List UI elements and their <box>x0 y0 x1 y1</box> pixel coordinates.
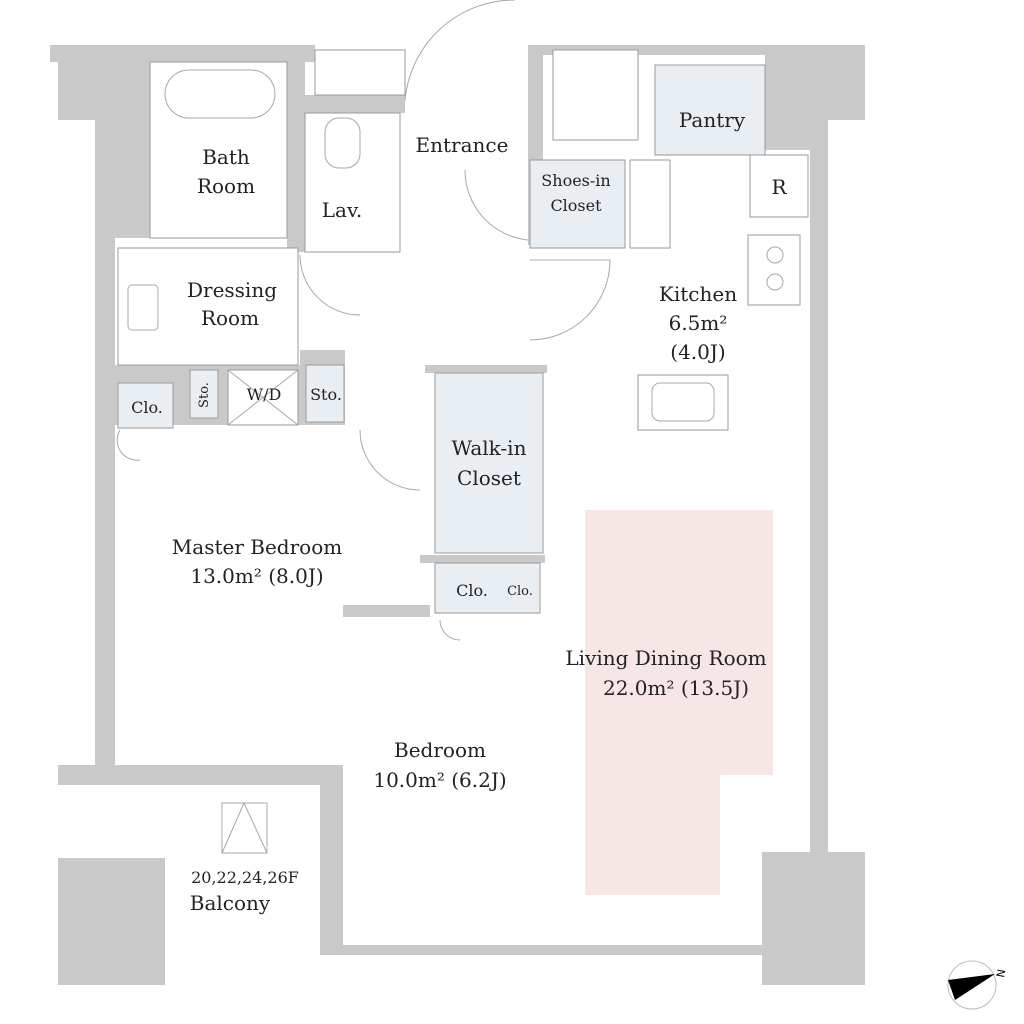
label-bath: Bath <box>202 145 250 169</box>
label-master-area: 13.0m² (8.0J) <box>190 564 323 588</box>
label-living: Living Dining Room <box>565 646 766 670</box>
label-bedroom: Bedroom <box>394 738 486 762</box>
walk-in-closet <box>434 372 544 554</box>
label-sto-mid: Sto. <box>310 385 342 404</box>
label-pantry: Pantry <box>679 108 746 132</box>
label-clo-mid: Clo. <box>456 581 488 600</box>
label-walkin: Walk-in <box>452 436 527 460</box>
pantry <box>654 64 766 156</box>
closet-middle <box>434 562 541 614</box>
label-dressing: Dressing <box>187 278 277 302</box>
label-shoes: Shoes-in <box>541 171 610 190</box>
lavatory <box>304 112 401 253</box>
label-balcony: Balcony <box>190 891 271 915</box>
dressing-room <box>117 247 299 366</box>
label-wd: W/D <box>247 385 282 404</box>
refrigerator <box>749 154 809 218</box>
label-clo-left: Clo. <box>131 398 163 417</box>
label-entrance: Entrance <box>416 133 509 157</box>
label-master: Master Bedroom <box>172 535 342 559</box>
label-walkin-2: Closet <box>457 466 521 490</box>
stove <box>747 234 801 306</box>
label-shoes-2: Closet <box>550 196 602 215</box>
label-living-area: 22.0m² (13.5J) <box>603 676 749 700</box>
left-closet <box>117 382 174 429</box>
label-kitchen: Kitchen <box>659 282 737 306</box>
compass-north-label: N <box>994 968 1008 978</box>
shoes-in-closet <box>529 159 626 249</box>
label-sto-left: Sto. <box>197 382 212 408</box>
label-fridge: R <box>771 175 787 199</box>
living-dining-highlight <box>585 510 773 895</box>
label-kitchen-area: 6.5m² <box>669 311 728 335</box>
bath-room <box>149 61 288 239</box>
label-lav: Lav. <box>322 198 363 222</box>
label-floors: 20,22,24,26F <box>191 868 299 887</box>
label-bedroom-area: 10.0m² (6.2J) <box>373 768 506 792</box>
label-kitchen-jo: (4.0J) <box>670 340 725 364</box>
label-clo-small: Clo. <box>507 584 533 599</box>
label-bath-2: Room <box>197 174 255 198</box>
label-dressing-2: Room <box>201 306 259 330</box>
compass-icon: N <box>947 960 1008 1010</box>
